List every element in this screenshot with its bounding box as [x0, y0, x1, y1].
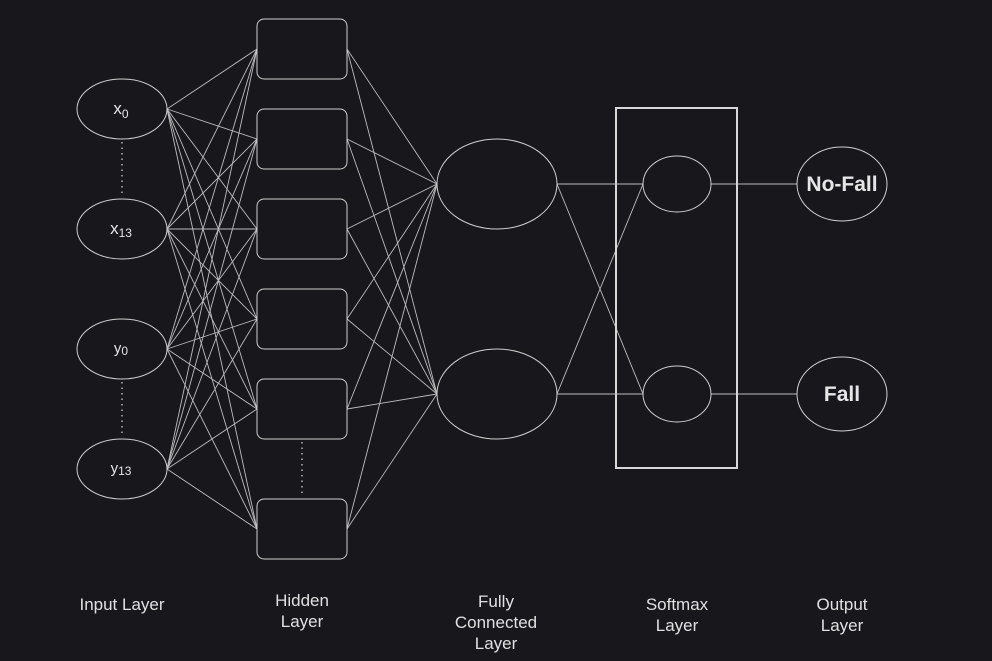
fc-node-2	[436, 348, 558, 440]
output-layer-label: Output Layer	[816, 595, 868, 635]
hidden-node	[256, 288, 348, 350]
input-layer-label: Input Layer	[79, 595, 165, 614]
hidden-fc-edge	[346, 393, 438, 410]
hidden-fc-edge	[346, 393, 438, 530]
input-node-y0	[76, 318, 168, 380]
input-hidden-edge	[166, 348, 258, 410]
hidden-fc-edge	[346, 138, 438, 395]
hidden-layer-label: Hidden Layer	[275, 591, 329, 631]
input-hidden-edge	[166, 138, 258, 230]
input-label-y13: y13	[111, 460, 132, 478]
input-hidden-edge	[166, 48, 258, 230]
hidden-fc-edge	[346, 48, 438, 185]
input-label-y0: y0	[114, 340, 129, 358]
input-hidden-edge	[166, 108, 258, 320]
input-hidden-edge	[166, 228, 258, 350]
output-node-fall	[796, 356, 888, 432]
input-node-x0	[76, 78, 168, 140]
input-hidden-edge	[166, 48, 258, 470]
output-label-no-fall: No-Fall	[806, 173, 877, 196]
input-hidden-edge	[166, 108, 258, 230]
fc-softmax-edge	[556, 183, 644, 395]
input-label-x0: x0	[113, 99, 129, 121]
input-hidden-edge	[166, 48, 258, 350]
softmax-node-2	[642, 365, 712, 423]
hidden-node	[256, 498, 348, 560]
input-node-y13	[76, 438, 168, 500]
hidden-fc-edge	[346, 183, 438, 410]
output-node-no-fall	[796, 146, 888, 222]
hidden-fc-edge	[346, 183, 438, 230]
fc-node-1	[436, 138, 558, 230]
output-label-fall: Fall	[824, 383, 860, 406]
hidden-fc-edge	[346, 228, 438, 395]
fully-connected-layer-label: Fully Connected Layer	[454, 592, 538, 653]
input-hidden-edge	[166, 318, 258, 350]
input-hidden-edge	[166, 408, 258, 470]
input-hidden-edge	[166, 138, 258, 470]
input-label-x13: x13	[110, 219, 132, 240]
softmax-node-1	[642, 155, 712, 213]
input-hidden-edge	[166, 228, 258, 410]
softmax-layer-label: Softmax Layer	[645, 595, 709, 635]
hidden-fc-edge	[346, 183, 438, 320]
input-hidden-edge	[166, 468, 258, 530]
hidden-node	[256, 18, 348, 80]
softmax-container	[615, 107, 738, 469]
input-hidden-edge	[166, 108, 258, 140]
input-hidden-edge	[166, 228, 258, 320]
input-node-x13	[76, 198, 168, 260]
input-hidden-edge	[166, 228, 258, 470]
input-hidden-edge	[166, 138, 258, 350]
hidden-fc-edge	[346, 183, 438, 530]
hidden-node	[256, 198, 348, 260]
input-hidden-edge	[166, 318, 258, 470]
connections	[166, 48, 797, 530]
hidden-node	[256, 378, 348, 440]
hidden-node	[256, 108, 348, 170]
input-hidden-edge	[166, 48, 258, 110]
hidden-fc-edge	[346, 48, 438, 395]
hidden-fc-edge	[346, 138, 438, 185]
